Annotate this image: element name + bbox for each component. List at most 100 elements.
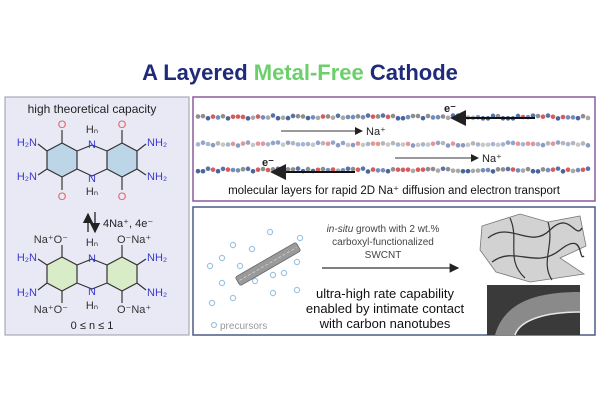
atom-mark — [525, 141, 531, 146]
precursor-particle — [229, 241, 237, 249]
atom-mark — [255, 114, 261, 119]
sodium-label: Na⁺ — [482, 153, 502, 165]
atom-mark — [270, 113, 276, 118]
atom-mark — [360, 114, 366, 120]
atom-mark — [415, 113, 421, 119]
atom-mark — [360, 142, 366, 148]
atom-mark — [575, 167, 581, 173]
atom-mark — [370, 167, 376, 172]
precursor-particle — [248, 245, 256, 253]
atom-mark — [405, 114, 411, 120]
atom-mark — [245, 166, 251, 172]
atom-mark — [295, 142, 301, 147]
atom-mark — [290, 113, 296, 119]
atom-mark — [220, 142, 226, 147]
atom-mark — [215, 141, 221, 146]
atom-mark — [490, 141, 496, 147]
atom-mark — [420, 167, 426, 172]
atom-mark — [215, 168, 221, 174]
atom-mark — [565, 141, 571, 147]
atom-mark — [505, 166, 511, 172]
atom-mark — [540, 142, 546, 148]
atom-mark — [505, 140, 511, 145]
atom-mark — [580, 141, 586, 146]
layers-caption: molecular layers for rapid 2D Na⁺ diffus… — [228, 185, 561, 197]
atom-mark — [565, 167, 571, 173]
atom-mark — [440, 114, 446, 119]
atom-mark — [305, 115, 311, 121]
precursor-particle — [208, 299, 216, 307]
atom-mark — [410, 143, 416, 148]
atom-mark — [480, 167, 486, 173]
precursor-legend-label: precursors — [220, 321, 267, 332]
atom-mark — [350, 114, 356, 120]
atom-mark — [425, 166, 431, 172]
atom-mark — [210, 167, 216, 172]
precursor-particle — [266, 228, 274, 236]
atom-mark — [530, 113, 536, 118]
atom-mark — [260, 141, 266, 147]
left-panel — [4, 96, 190, 336]
atom-mark — [255, 141, 261, 146]
atom-mark — [200, 113, 206, 119]
atom-mark — [485, 167, 491, 173]
hydrogen-label: Hₙ — [86, 186, 98, 198]
atom-mark — [390, 113, 396, 119]
atom-mark — [530, 168, 536, 174]
atom-mark — [400, 142, 406, 147]
amine-label: NH₂ — [147, 171, 167, 183]
precursor-particle — [280, 269, 288, 277]
atom-mark — [235, 114, 241, 119]
atom-mark — [380, 141, 386, 146]
atom-mark — [485, 142, 491, 147]
atom-mark — [400, 167, 406, 173]
atom-mark — [390, 140, 396, 146]
sodium-label: Na⁺ — [366, 126, 386, 138]
atom-mark — [535, 113, 541, 119]
precursor-particle — [206, 262, 214, 270]
nitrogen-label: N — [88, 286, 96, 298]
amine-label: H₂N — [17, 252, 37, 264]
atom-mark — [250, 169, 256, 174]
atom-mark — [210, 142, 216, 148]
precursor-particle — [269, 289, 277, 297]
atom-mark — [275, 140, 281, 145]
atom-mark — [265, 115, 271, 120]
atom-mark — [560, 114, 566, 120]
precursor-particle — [218, 254, 226, 262]
atom-mark — [285, 140, 291, 146]
atom-mark — [315, 167, 321, 173]
capacity-heading: high theoretical capacity — [28, 102, 157, 116]
atom-mark — [340, 140, 346, 146]
atom-mark — [550, 167, 556, 172]
atom-mark — [210, 114, 216, 119]
atom-mark — [345, 114, 351, 120]
atom-mark — [425, 113, 431, 119]
oxygen-label: O — [118, 191, 127, 203]
atom-mark — [475, 168, 481, 173]
atom-mark — [335, 142, 341, 148]
atom-mark — [220, 113, 226, 119]
precursor-particle — [218, 279, 226, 287]
atom-mark — [290, 167, 296, 172]
atom-mark — [450, 141, 456, 146]
atom-mark — [395, 167, 401, 172]
atom-mark — [515, 168, 521, 173]
atom-mark — [395, 142, 401, 147]
growth-line-1: in-situ growth with 2 wt.% — [327, 224, 440, 235]
atom-mark — [320, 166, 326, 172]
amine-label: H₂N — [17, 137, 37, 149]
atom-mark — [445, 166, 451, 172]
atom-mark — [445, 115, 451, 121]
atom-mark — [435, 168, 441, 173]
atom-mark — [235, 168, 241, 173]
growth-line-2: carboxyl-functionalized — [332, 237, 434, 248]
atom-mark — [525, 166, 531, 172]
atom-mark — [330, 115, 336, 120]
atom-mark — [225, 142, 231, 147]
atom-mark — [490, 169, 496, 174]
amine-label: H₂N — [17, 171, 37, 183]
atom-mark — [555, 166, 561, 171]
atom-mark — [305, 141, 311, 147]
